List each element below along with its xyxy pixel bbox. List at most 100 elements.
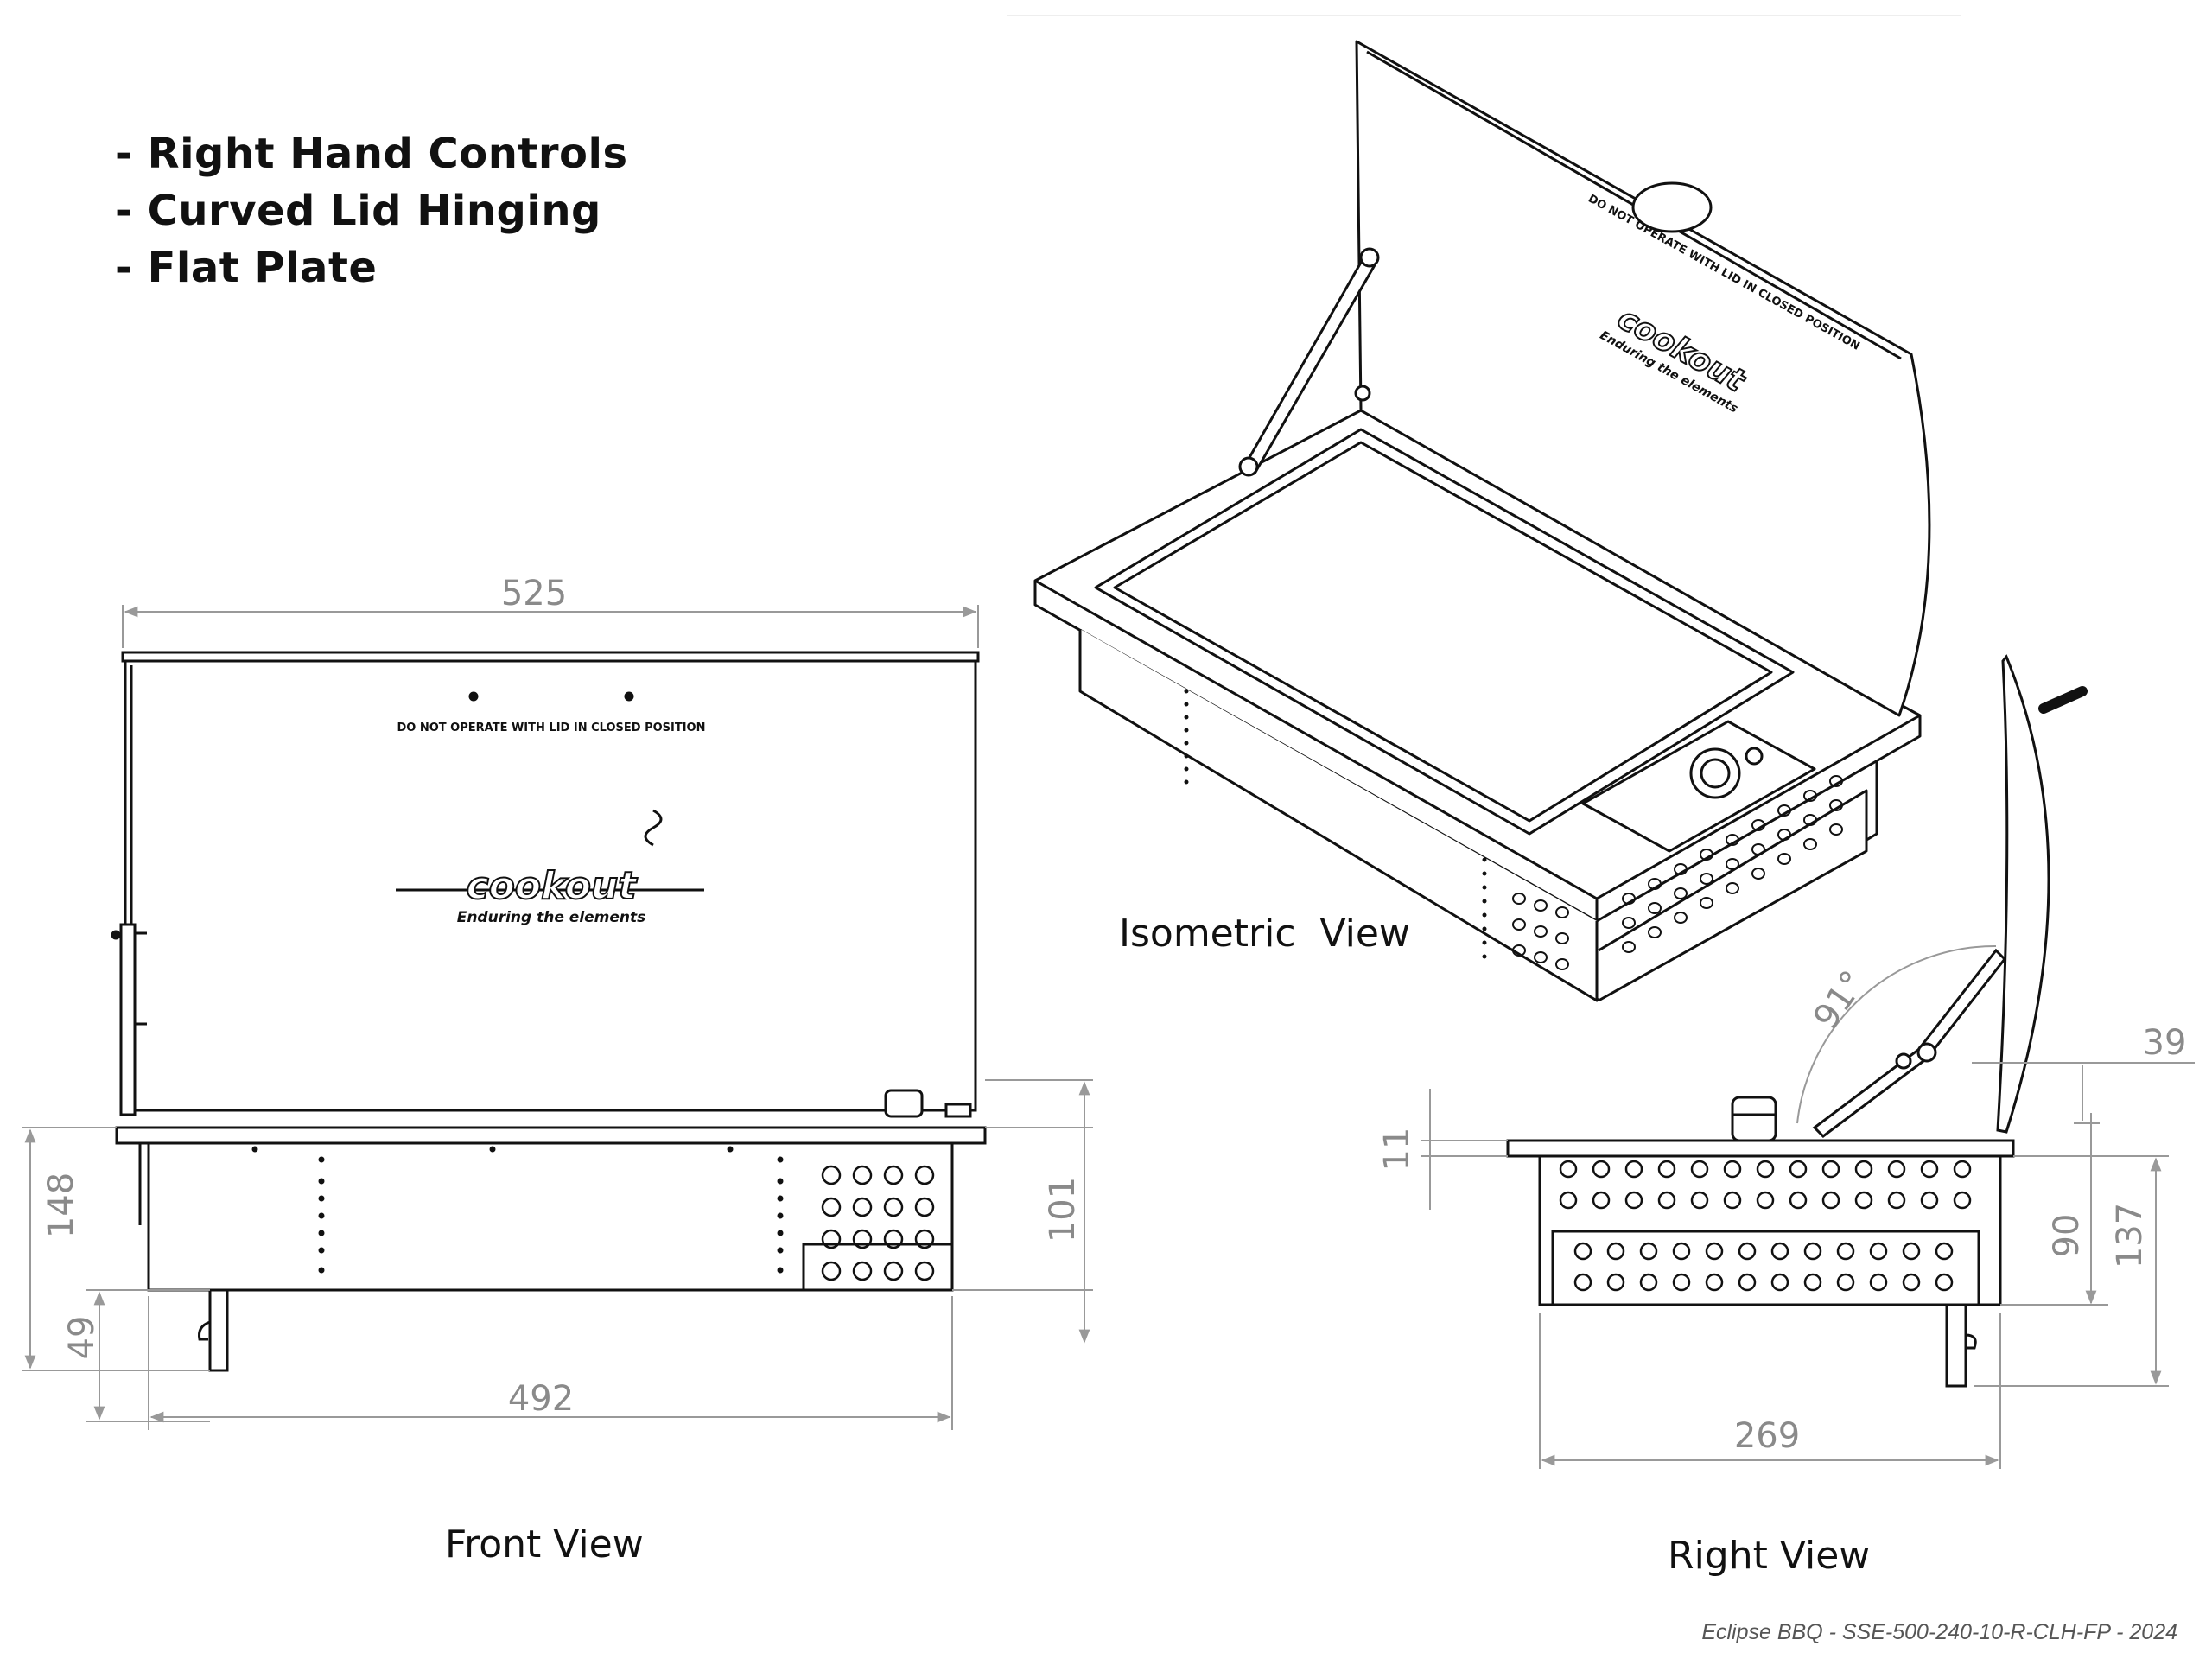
- body-dot: [1482, 940, 1487, 945]
- dim-39: 39: [2143, 1023, 2187, 1063]
- vent-hole: [1777, 804, 1791, 817]
- front-lid-panel: [124, 659, 977, 1112]
- vent-hole: [1803, 1273, 1822, 1292]
- vent-hole: [1690, 1191, 1709, 1210]
- vent-hole: [1657, 1191, 1676, 1210]
- vent-hole: [1592, 1160, 1611, 1179]
- vent-hole: [1672, 1242, 1691, 1261]
- vent-hole: [1854, 1160, 1873, 1179]
- vent-hole: [1555, 906, 1569, 918]
- vent-hole: [1887, 1191, 1906, 1210]
- vent-hole: [821, 1165, 842, 1185]
- vent-hole: [1723, 1160, 1742, 1179]
- iso-lid: [1355, 40, 1931, 717]
- vent-hole: [1953, 1160, 1972, 1179]
- body-dot: [318, 1178, 325, 1185]
- footer-caption: Eclipse BBQ - SSE-500-240-10-R-CLH-FP - …: [1701, 1620, 2177, 1644]
- vent-hole: [821, 1197, 842, 1217]
- front-view-label: Front View: [445, 1522, 644, 1567]
- lid-warning: DO NOT OPERATE WITH LID IN CLOSED POSITI…: [397, 721, 705, 734]
- vent-hole: [1726, 834, 1739, 846]
- vent-hole: [1935, 1273, 1954, 1292]
- iso-body: [1078, 629, 1599, 1002]
- vent-hole: [852, 1165, 873, 1185]
- angle-arc: [1796, 944, 1997, 1124]
- vent-hole: [1657, 1160, 1676, 1179]
- vent-hole: [1726, 882, 1739, 894]
- vent-hole: [1829, 799, 1843, 811]
- dim-angle: 91°: [1806, 963, 1873, 1036]
- body-dot: [1184, 689, 1189, 694]
- vent-hole: [1920, 1160, 1939, 1179]
- vent-hole: [1573, 1242, 1592, 1261]
- logo-tagline: Enduring the elements: [457, 909, 646, 926]
- body-dot: [777, 1195, 784, 1202]
- vent-hole: [883, 1165, 904, 1185]
- vent-hole: [1622, 917, 1636, 929]
- front-leg: [208, 1288, 229, 1372]
- vent-hole: [1738, 1273, 1757, 1292]
- vent-hole: [1751, 843, 1765, 855]
- vent-hole: [1821, 1160, 1840, 1179]
- vent-hole: [1821, 1191, 1840, 1210]
- vent-hole: [914, 1229, 935, 1249]
- isometric-view-label: Isometric View: [1119, 912, 1410, 956]
- dim-49: 49: [62, 1316, 102, 1360]
- vent-hole: [1690, 1160, 1709, 1179]
- vent-hole: [1624, 1160, 1643, 1179]
- body-dot: [1482, 899, 1487, 904]
- body-dot: [777, 1267, 784, 1274]
- feature-item: - Flat Plate: [115, 244, 378, 292]
- vent-hole: [1534, 951, 1548, 963]
- vent-hole: [1869, 1242, 1888, 1261]
- vent-hole: [1756, 1160, 1775, 1179]
- body-dot: [1184, 702, 1189, 707]
- body-dot: [1184, 753, 1189, 759]
- vent-hole: [1803, 790, 1817, 802]
- lid-bolt: [624, 691, 634, 702]
- dim-11: 11: [1377, 1128, 1417, 1172]
- vent-hole: [1512, 918, 1526, 931]
- right-view-label: Right View: [1668, 1534, 1871, 1578]
- vent-hole: [1869, 1273, 1888, 1292]
- feature-item: - Curved Lid Hinging: [115, 187, 601, 235]
- body-dot: [1184, 779, 1189, 785]
- body-dot: [1482, 871, 1487, 876]
- vent-hole: [1854, 1191, 1873, 1210]
- vent-hole: [1723, 1191, 1742, 1210]
- vent-hole: [1902, 1242, 1921, 1261]
- vent-hole: [1700, 873, 1713, 885]
- vent-hole: [1770, 1242, 1789, 1261]
- rivet-dot: [727, 1146, 734, 1153]
- vent-hole: [1674, 863, 1688, 875]
- vent-hole: [1726, 858, 1739, 870]
- vent-hole: [1705, 1242, 1724, 1261]
- vent-hole: [914, 1261, 935, 1281]
- vent-hole: [1836, 1242, 1855, 1261]
- control-knob: [884, 1089, 924, 1118]
- vent-hole: [1920, 1191, 1939, 1210]
- vent-hole: [1751, 819, 1765, 831]
- body-dot: [1184, 766, 1189, 772]
- body-dot: [1482, 912, 1487, 918]
- body-dot: [1482, 857, 1487, 862]
- vent-hole: [1559, 1191, 1578, 1210]
- vent-hole: [1672, 1273, 1691, 1292]
- vent-hole: [883, 1229, 904, 1249]
- vent-hole: [1606, 1273, 1625, 1292]
- vent-hole: [1803, 814, 1817, 826]
- vent-hole: [1639, 1273, 1658, 1292]
- vent-hole: [914, 1165, 935, 1185]
- vent-hole: [1606, 1242, 1625, 1261]
- lid-bolt: [468, 691, 479, 702]
- vent-hole: [1705, 1273, 1724, 1292]
- dim-269: 269: [1734, 1416, 1800, 1456]
- dim-492: 492: [508, 1379, 574, 1419]
- body-dot: [1482, 885, 1487, 890]
- front-dimensions: [22, 605, 1093, 1430]
- vent-hole: [821, 1261, 842, 1281]
- vent-hole: [1829, 823, 1843, 836]
- vent-hole: [1555, 958, 1569, 970]
- body-dot: [318, 1195, 325, 1202]
